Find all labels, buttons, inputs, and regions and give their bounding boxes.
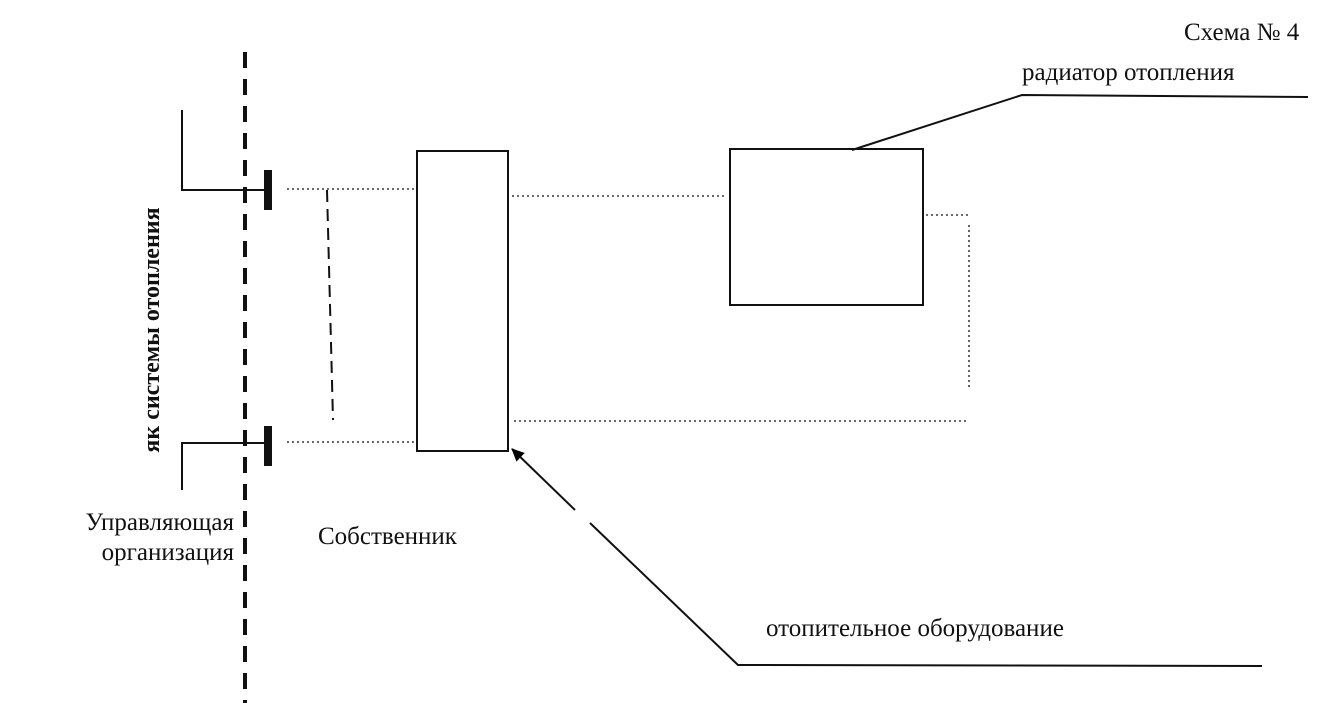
management-organization-label: Управляющая организация bbox=[0, 508, 234, 568]
supply-valve bbox=[264, 170, 272, 210]
equipment-leader-line-lower bbox=[589, 522, 1263, 667]
radiator-leader-line bbox=[851, 93, 1309, 151]
owner-label: Собственник bbox=[318, 523, 457, 550]
scheme-number: Схема № 4 bbox=[1184, 19, 1300, 46]
vertical-heading-label: як системы отопления bbox=[139, 207, 165, 453]
equipment-label: отопительное оборудование bbox=[766, 615, 1064, 642]
heating-equipment-box bbox=[416, 150, 509, 452]
return-valve bbox=[264, 426, 272, 466]
management-organization-line-2: организация bbox=[101, 539, 234, 566]
equipment-leader-line bbox=[511, 448, 576, 511]
bypass-line bbox=[326, 189, 334, 421]
management-organization-line-1: Управляющая bbox=[85, 509, 234, 536]
supply-riser-line bbox=[181, 110, 265, 191]
radiator-label: радиатор отопления bbox=[1022, 59, 1235, 86]
radiator-box bbox=[729, 148, 924, 306]
return-riser-line bbox=[181, 442, 265, 490]
